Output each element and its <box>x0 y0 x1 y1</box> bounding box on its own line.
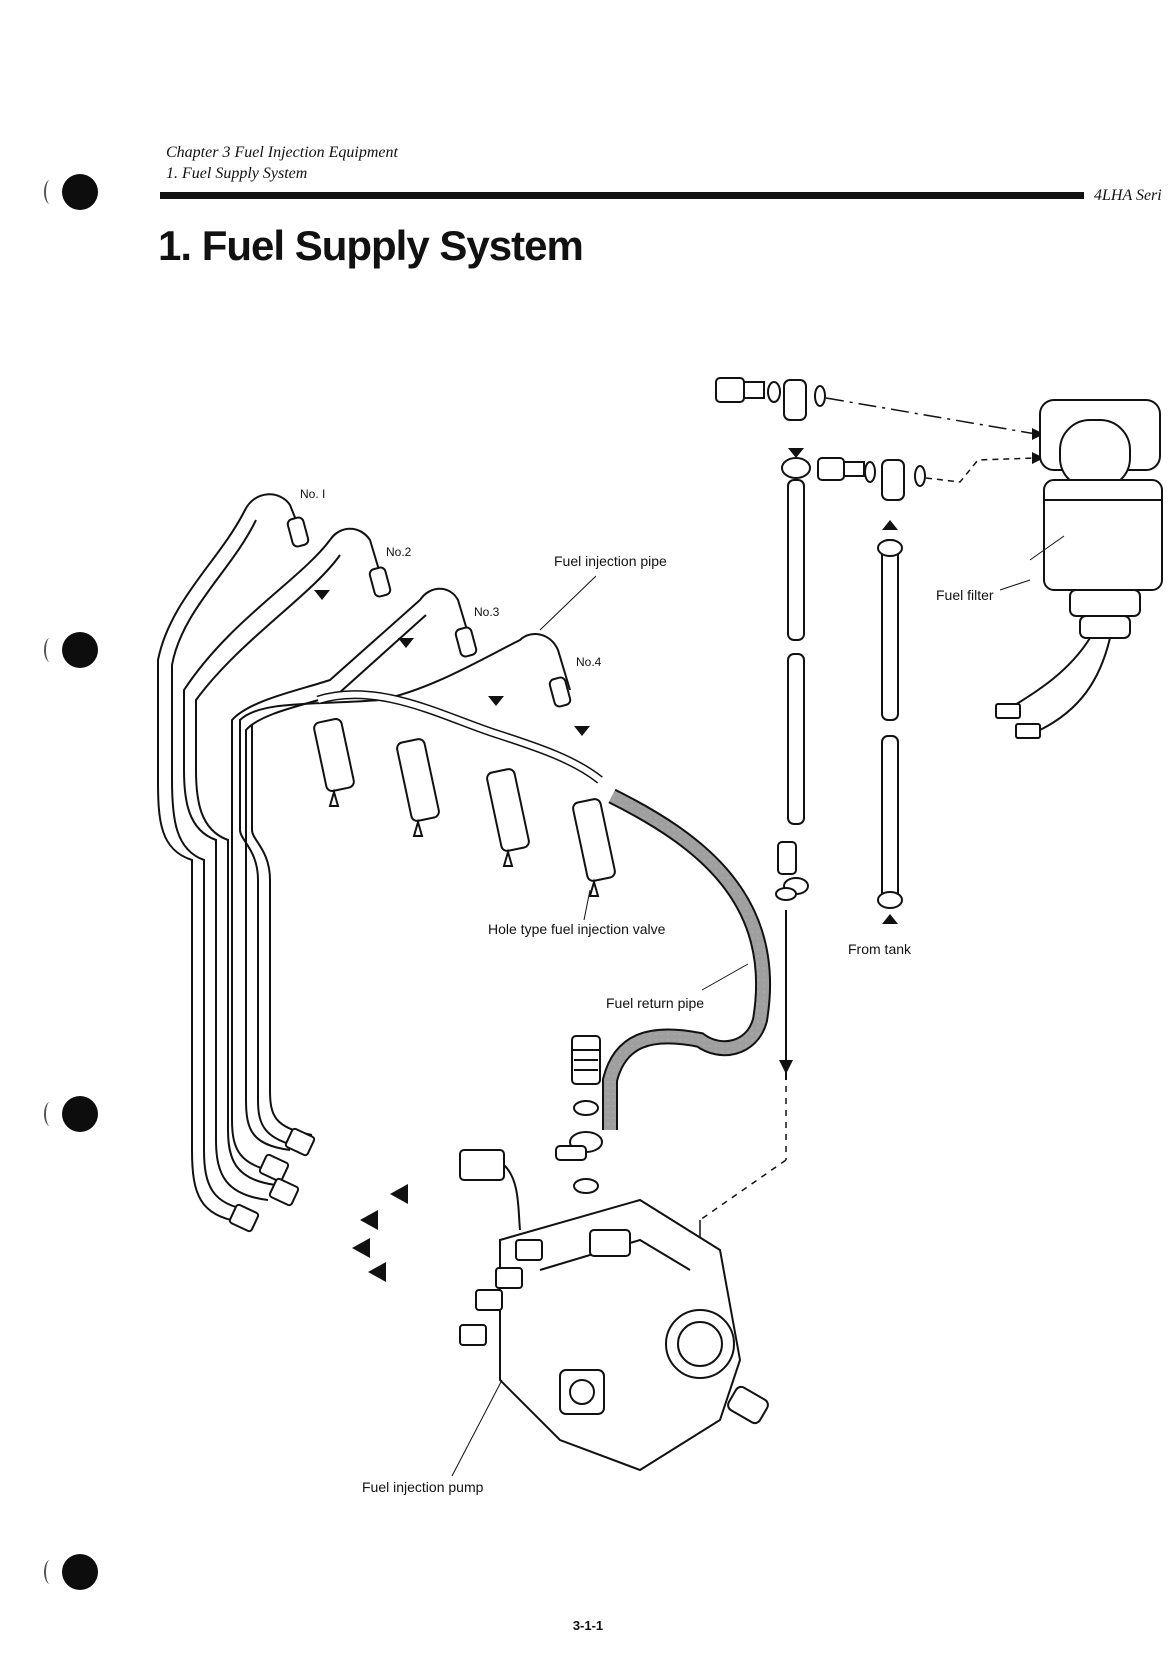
page-number: 3-1-1 <box>0 1618 1176 1633</box>
label-no2: No.2 <box>386 545 412 559</box>
label-from-tank: From tank <box>848 941 912 957</box>
return-banjo-assembly <box>556 1036 602 1193</box>
injection-valves <box>313 718 616 896</box>
fuel-return-pipe <box>610 796 763 1130</box>
leak-off-line <box>318 695 600 780</box>
pump-inlet-fitting <box>776 842 796 900</box>
label-fuel-injection-pipe: Fuel injection pipe <box>554 553 667 569</box>
filter-inlet-line <box>926 458 1036 482</box>
label-hole-type-valve: Hole type fuel injection valve <box>488 921 666 937</box>
injection-pump <box>460 1150 770 1470</box>
pipe-nozzle-connectors <box>287 516 572 707</box>
filter-banjo-parts <box>716 378 925 500</box>
injection-pipe-2 <box>184 529 382 1200</box>
filter-feed-hoses <box>782 458 902 908</box>
label-fuel-injection-pump: Fuel injection pump <box>362 1479 484 1495</box>
label-fuel-filter: Fuel filter <box>936 587 994 603</box>
label-no4: No.4 <box>576 655 602 669</box>
filter-outlet-line <box>826 398 1036 434</box>
feed-arrow <box>779 1060 793 1074</box>
injection-pipe-4 <box>240 634 570 1148</box>
injection-pipe-3 <box>232 589 470 1172</box>
label-no1: No. I <box>300 487 325 501</box>
pump-pipe-fittings <box>229 1128 315 1232</box>
injection-pipe-2-inner <box>196 555 340 1185</box>
fuel-filter <box>996 400 1162 738</box>
injection-pipe-4-inner <box>252 725 312 1135</box>
injection-pipe-1-inner <box>172 520 256 1210</box>
label-no3: No.3 <box>474 605 500 619</box>
label-fuel-return-pipe: Fuel return pipe <box>606 995 704 1011</box>
